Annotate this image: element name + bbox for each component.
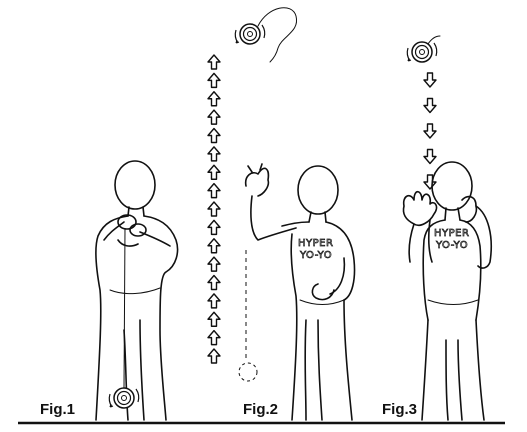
up-arrow-icon [207,146,221,162]
up-arrow-icon [207,182,221,199]
up-arrow-icon [207,256,221,272]
fig3-person [402,161,492,421]
up-arrow-icon [207,238,221,254]
fig2-shirt-text-line1: HYPER [298,238,333,249]
up-arrow-icon [207,329,221,346]
fig2-yoyo-icon [234,23,266,45]
up-arrow-icon [207,127,221,144]
up-arrow-icon [207,164,221,180]
down-arrow-icon [423,148,437,165]
fig3-shirt-text-line1: HYPER [434,228,469,239]
up-arrow-icon [207,293,221,309]
fig1-yoyo-string [123,227,126,389]
fig1-label: Fig.1 [40,401,75,418]
up-arrow-icon [207,201,221,217]
fig2-string-loop [257,7,298,63]
fig3-string [427,35,441,45]
down-arrow-icon [423,72,437,88]
up-arrow-icon [207,54,221,70]
up-arrow-icon [207,219,221,236]
up-arrow-icon [207,72,221,89]
fig2-label: Fig.2 [243,401,278,418]
fig2-arrow-column [207,54,221,364]
down-arrow-icon [423,97,437,114]
fig3-label: Fig.3 [382,401,417,418]
fig1-yoyo-icon [108,387,140,409]
fig3-shirt-text-line2: YO-YO [435,240,468,251]
fig2-person [244,163,356,421]
fig1-person [95,160,179,421]
down-arrow-icon [423,123,437,139]
up-arrow-icon [207,311,221,327]
up-arrow-icon [207,348,221,364]
up-arrow-icon [207,109,221,125]
fig2-shirt-text-line2: YO-YO [299,250,332,261]
fig3-arrow-column [423,72,437,190]
up-arrow-icon [207,274,221,291]
up-arrow-icon [207,91,221,107]
fig3-yoyo-icon [406,41,438,63]
fig2-yoyo-ghost-icon [238,362,258,382]
